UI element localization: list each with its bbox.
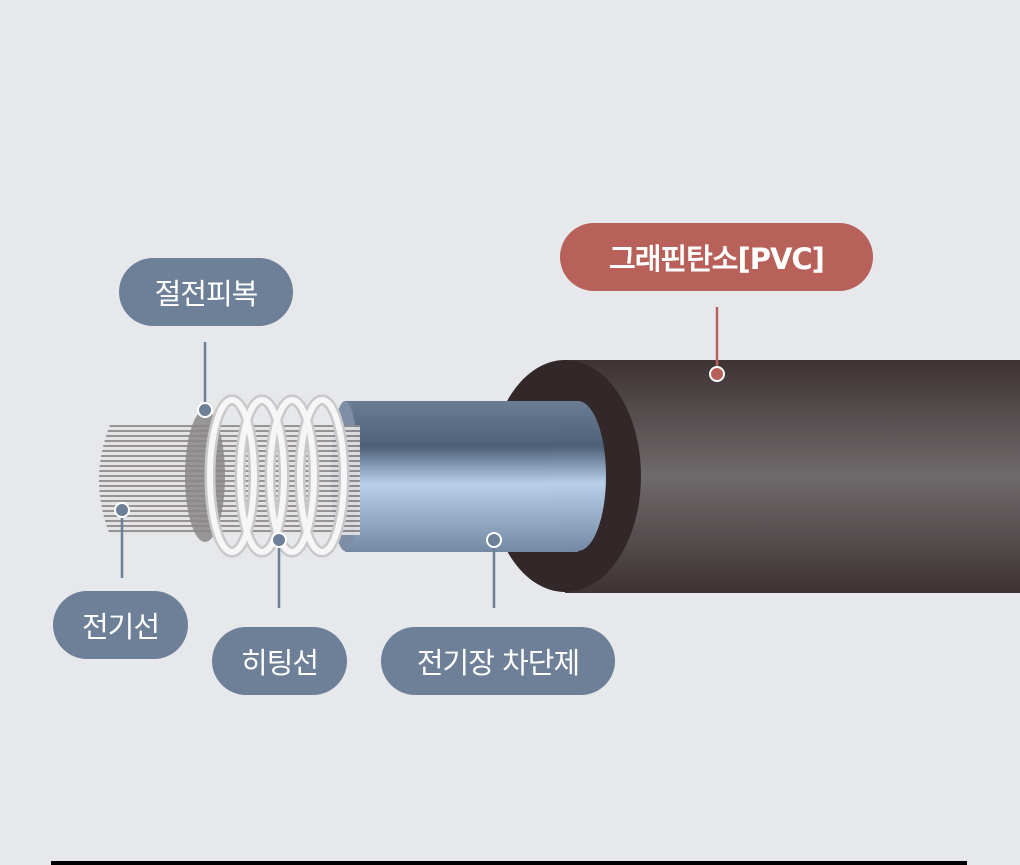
leader-dots	[114, 366, 725, 548]
label-heating-wire: 히팅선	[212, 627, 347, 695]
label-wire: 전기선	[53, 591, 188, 659]
leader-lines	[120, 307, 719, 608]
label-jacket: 그래핀탄소[PVC]	[560, 223, 873, 291]
heating-coil	[204, 394, 350, 558]
label-insulation: 절전피복	[119, 258, 293, 326]
shield-layer	[331, 401, 606, 552]
label-shield: 전기장 차단제	[381, 627, 615, 695]
wire-strands	[99, 425, 360, 535]
bottom-divider	[51, 861, 967, 865]
